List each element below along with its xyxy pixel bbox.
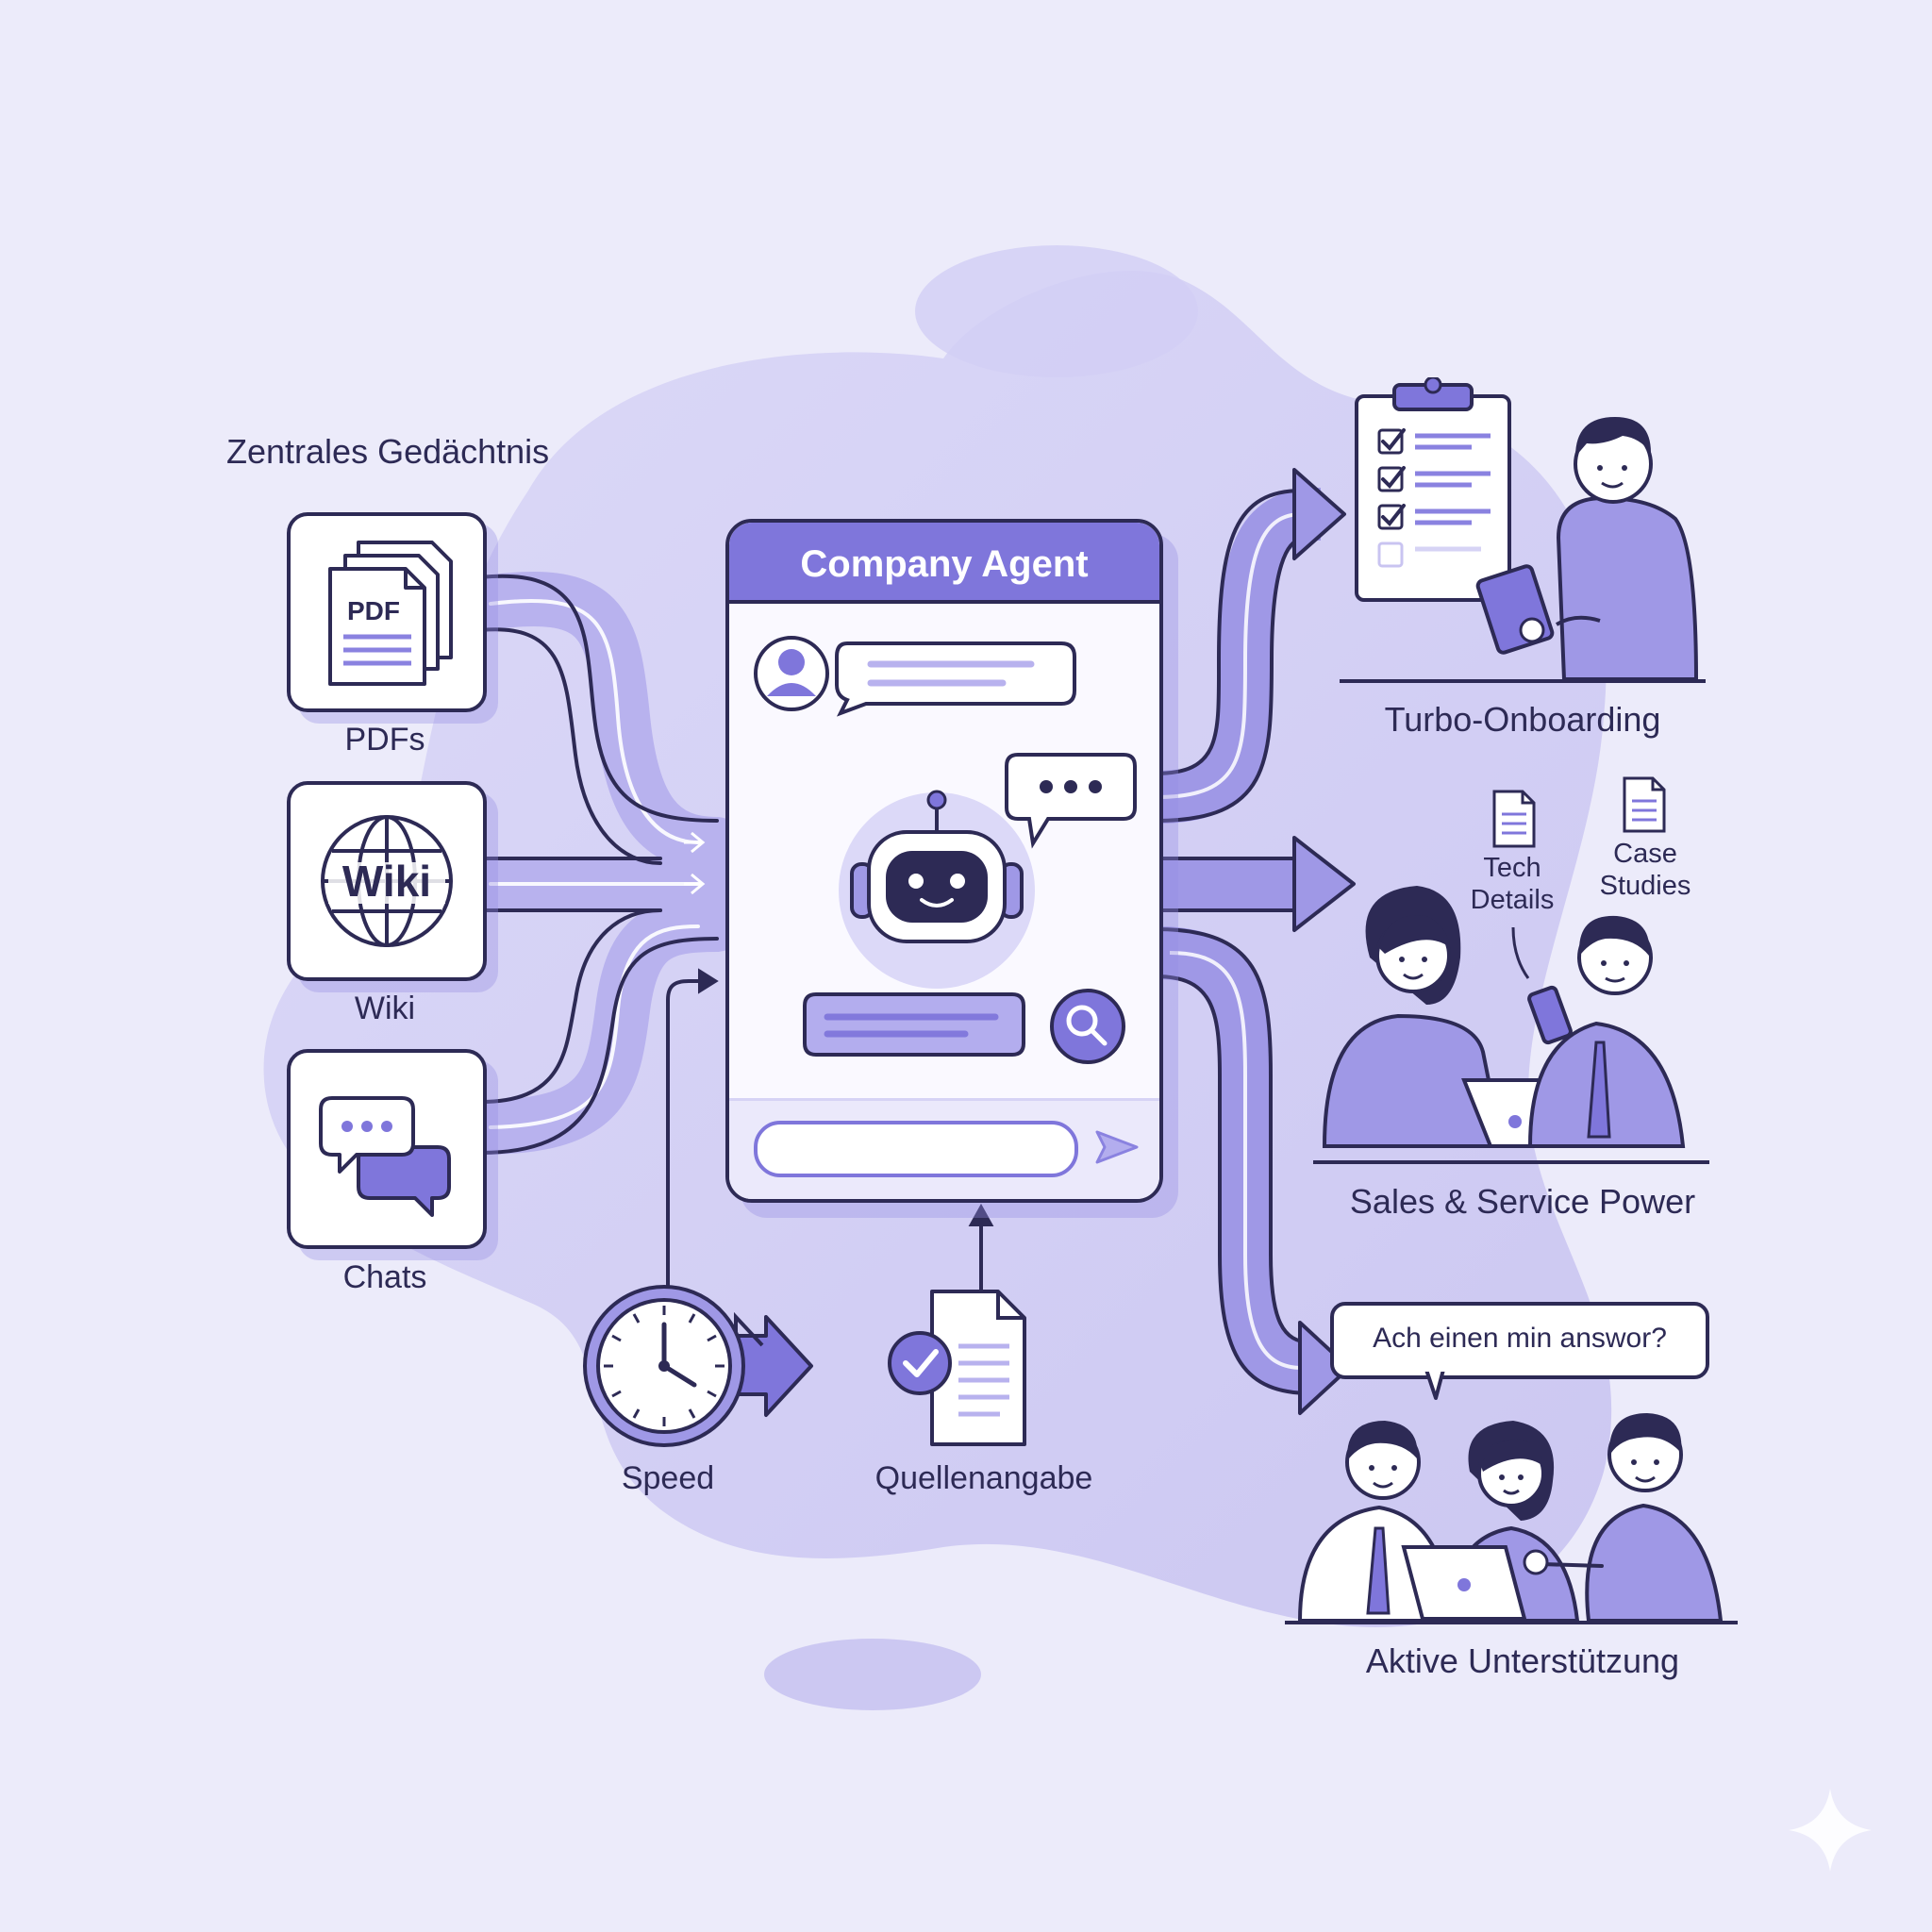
feature-quellenangabe-label: Quellenangabe	[874, 1460, 1093, 1496]
input-ribbons	[454, 572, 744, 1155]
robot-icon	[839, 790, 1035, 989]
tech-details-text: Tech Details	[1470, 853, 1555, 915]
outcome-onboarding-label: Turbo-Onboarding	[1384, 700, 1661, 739]
source-chats-label: Chats	[342, 1259, 427, 1295]
sparkle-icon	[1789, 1789, 1872, 1872]
verified-document-icon	[888, 1290, 1026, 1446]
feature-connectors	[666, 968, 994, 1292]
clock-icon	[583, 1285, 813, 1447]
send-icon[interactable]	[1093, 1128, 1141, 1166]
pdf-documents-icon: PDF	[328, 541, 453, 686]
support-team-illustration	[1297, 1413, 1724, 1623]
typing-bubble-icon	[1005, 753, 1137, 849]
laptop-icon	[1401, 1545, 1527, 1621]
person-with-tablet	[1475, 417, 1699, 679]
input-arrowheads	[684, 831, 706, 895]
agent-content	[754, 636, 1137, 1064]
source-pdfs-card: PDF	[287, 512, 487, 712]
svg-text:Wiki: Wiki	[342, 857, 431, 906]
company-agent-window: Company Agent	[725, 519, 1163, 1203]
question-bubble-tail	[1423, 1368, 1447, 1400]
pdf-badge: PDF	[347, 596, 400, 625]
memory-heading: Zentrales Gedächtnis	[226, 432, 550, 471]
source-wiki-label: Wiki	[354, 991, 416, 1026]
agent-header: Company Agent	[729, 523, 1159, 604]
support-person-right	[1523, 1413, 1724, 1623]
chat-bubbles-icon	[319, 1096, 451, 1217]
question-bubble-text: Ach einen min answor?	[1373, 1323, 1667, 1354]
onboarding-illustration	[1355, 377, 1699, 679]
search-icon	[1050, 989, 1125, 1064]
user-avatar-icon	[754, 636, 829, 711]
background-blob-top	[915, 245, 1198, 377]
sales-doc-tech-details: Tech Details	[1465, 852, 1559, 916]
sales-person-woman	[1322, 886, 1505, 1148]
source-wiki-card: Wiki	[287, 781, 487, 981]
output-arrowheads	[1292, 468, 1356, 1415]
outcome-sales-label: Sales & Service Power	[1349, 1182, 1696, 1221]
tech-details-doc-icon	[1492, 790, 1536, 848]
sales-illustration	[1322, 776, 1686, 1148]
wiki-globe-icon: Wiki	[321, 815, 453, 947]
support-person-left	[1297, 1421, 1454, 1623]
output-ribbons	[1155, 488, 1323, 1395]
sales-doc-case-studies: Case Studies	[1598, 838, 1692, 902]
outcome-support-label: Aktive Unterstützung	[1365, 1641, 1680, 1680]
checklist-clipboard-icon	[1355, 377, 1511, 602]
feature-speed-label: Speed	[621, 1460, 715, 1496]
chat-input-field[interactable]	[754, 1121, 1078, 1177]
shelf-lines	[1285, 679, 1738, 1624]
case-studies-text: Case Studies	[1599, 839, 1691, 901]
source-chats-card	[287, 1049, 487, 1249]
background-blob-bottom	[764, 1639, 981, 1710]
source-pdfs-label: PDFs	[344, 722, 425, 758]
agent-title: Company Agent	[800, 543, 1089, 585]
case-studies-doc-icon	[1623, 776, 1666, 833]
question-bubble: Ach einen min answor?	[1330, 1302, 1709, 1379]
sales-person-man	[1527, 915, 1686, 1148]
